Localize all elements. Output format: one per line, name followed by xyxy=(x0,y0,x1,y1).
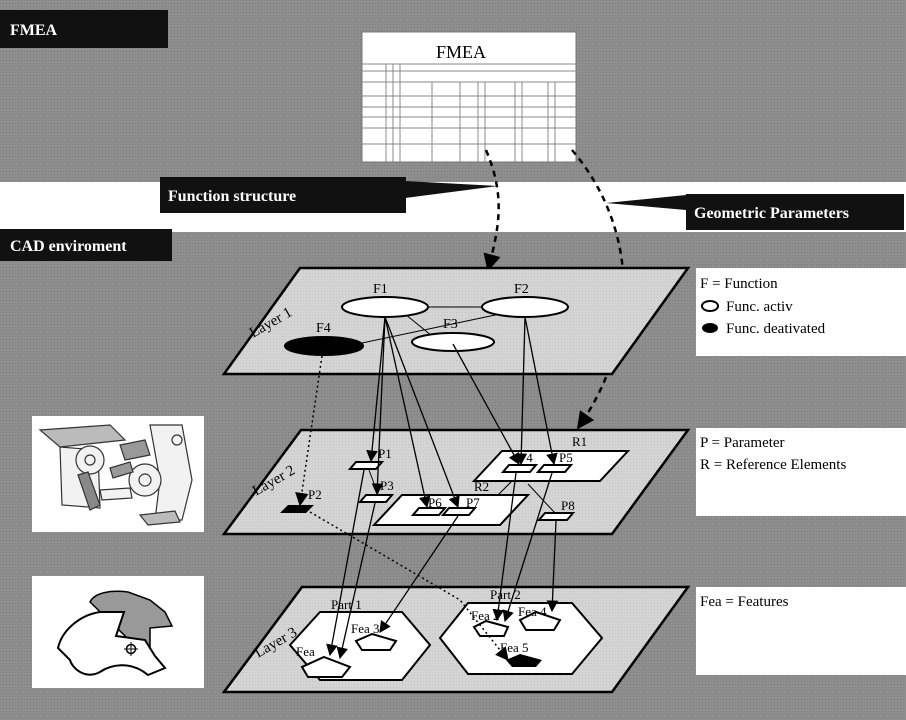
fea4-feature xyxy=(518,610,562,631)
legend-function-def: F = Function xyxy=(700,276,778,292)
p1-fea1-arrow xyxy=(326,469,365,657)
fea5-feature xyxy=(506,654,542,667)
part-profile-thumbnail xyxy=(32,576,204,688)
legend-reference-def: R = Reference Elements xyxy=(700,457,846,473)
part2-label: Part 2 xyxy=(490,587,521,602)
f2-label: F2 xyxy=(514,282,529,297)
geometric-parameters-callout: Geometric Parameters xyxy=(606,194,904,230)
p4-parameter xyxy=(500,464,539,473)
f2-p4-arrow xyxy=(515,316,528,466)
p1-parameter xyxy=(347,461,385,470)
p4-fea2-arrow xyxy=(492,472,517,622)
p2-label: P2 xyxy=(308,487,322,502)
r1-r2-link xyxy=(497,480,513,496)
p3-fea1-arrow xyxy=(336,502,376,660)
fmea-tag-text: FMEA xyxy=(10,22,58,39)
legend-layer2: P = Parameter R = Reference Elements xyxy=(696,428,906,516)
fea2-label: Fea 2 xyxy=(471,608,500,623)
f3-label: F3 xyxy=(443,317,458,332)
fea3-feature xyxy=(354,632,398,651)
p7-label: P7 xyxy=(466,495,480,510)
legend-deactivated: Func. deativated xyxy=(726,321,826,337)
cad-tag-text: CAD enviroment xyxy=(10,238,127,255)
f1-f3-link xyxy=(404,313,433,337)
f4-f2-link xyxy=(361,313,501,344)
function-structure-text: Function structure xyxy=(168,188,296,205)
p3-parameter xyxy=(357,494,395,503)
p5-fea2-arrow xyxy=(502,472,553,623)
f3-p4-arrow xyxy=(452,343,520,466)
fea5-label: Fea 5 xyxy=(500,640,529,655)
fea1-feature xyxy=(300,655,352,678)
p2-fea5-dotted-link xyxy=(309,511,509,662)
p8-fea4-arrow xyxy=(546,520,559,613)
p1-label: P1 xyxy=(378,446,392,461)
function-structure-link xyxy=(483,149,501,272)
part2-hexagon xyxy=(438,602,604,675)
r1-label: R1 xyxy=(572,434,587,449)
mechanism-thumbnail xyxy=(32,416,204,532)
f1-p3-arrow xyxy=(371,316,386,496)
r2-p8-link xyxy=(527,483,556,514)
f1-p1-arrow xyxy=(366,316,386,463)
fmea-table: FMEA xyxy=(361,31,577,163)
p7-parameter xyxy=(440,507,478,516)
p8-label: P8 xyxy=(561,498,575,513)
f1-label: F1 xyxy=(373,282,388,297)
p3-label: P3 xyxy=(380,478,394,493)
fea4-label: Fea 4 xyxy=(518,604,547,619)
p7-fea3-arrow xyxy=(379,515,459,633)
p6-label: P6 xyxy=(428,495,442,510)
p2-parameter xyxy=(280,505,314,513)
fea1-label: Fea xyxy=(296,644,315,659)
part1-label: Part 1 xyxy=(331,597,362,612)
fea2-feature xyxy=(472,619,510,637)
active-function-icon xyxy=(701,300,719,312)
legend-layer1: F = Function Func. activ Func. deativate… xyxy=(696,268,906,356)
f4-node xyxy=(284,336,364,356)
fea3-label: Fea 3 xyxy=(351,621,380,636)
f2-node xyxy=(481,296,569,318)
legend-layer3: Fea = Features xyxy=(696,587,906,675)
geometric-parameters-text: Geometric Parameters xyxy=(694,205,849,222)
f4-label: F4 xyxy=(316,321,331,336)
f1-p6-arrow xyxy=(384,316,431,509)
p6-parameter xyxy=(410,507,448,516)
p5-label: P5 xyxy=(559,450,573,465)
p5-parameter xyxy=(535,464,574,473)
function-structure-callout: Function structure xyxy=(160,177,498,213)
legend-features-def: Fea = Features xyxy=(700,594,789,610)
f2-p5-arrow xyxy=(524,316,558,466)
f1-node xyxy=(341,296,429,318)
cad-section-tag: CAD enviroment xyxy=(0,229,172,261)
deactivated-function-icon xyxy=(702,323,718,333)
r2-label: R2 xyxy=(474,479,489,494)
f1-p7-arrow xyxy=(384,316,460,509)
legend-active: Func. activ xyxy=(726,299,793,315)
p8-parameter xyxy=(536,512,576,521)
legend-parameter-def: P = Parameter xyxy=(700,435,785,451)
fmea-table-title: FMEA xyxy=(436,42,486,62)
f4-p2-dotted-link xyxy=(295,355,323,507)
f3-node xyxy=(411,332,495,352)
fmea-section-tag: FMEA xyxy=(0,10,168,48)
